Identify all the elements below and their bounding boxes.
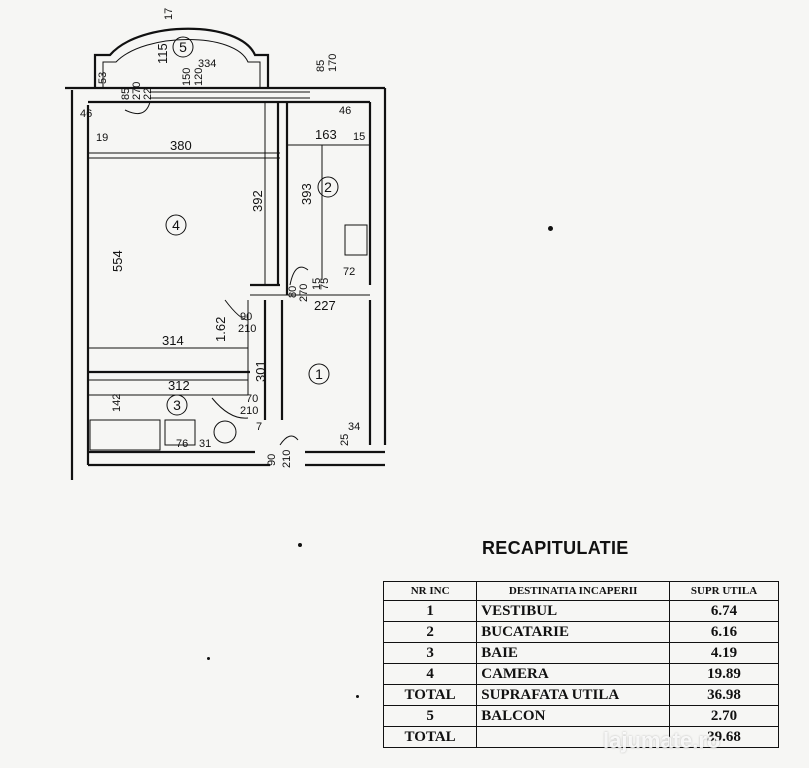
dim-70: 70 [246, 393, 258, 405]
dim-15b: 15 [311, 278, 323, 290]
dim-75: 75 [319, 278, 331, 290]
dim-15: 15 [353, 131, 365, 143]
dim-80: 80 [287, 286, 299, 298]
table-header-row: NR INC DESTINATIA INCAPERII SUPR UTILA [382, 581, 779, 601]
cell-dest: SUPRAFATA UTILA [476, 684, 671, 706]
dim-31: 31 [199, 438, 211, 450]
watermark: lajumate.ro [603, 728, 721, 753]
recap-table: NR INC DESTINATIA INCAPERII SUPR UTILA 1… [382, 581, 779, 748]
dim-392: 392 [250, 190, 265, 212]
header-supr-utila: SUPR UTILA [669, 581, 779, 601]
cell-dest: VESTIBUL [476, 600, 671, 622]
cell-supr: 6.16 [669, 621, 779, 643]
room-4-label: 4 [172, 217, 180, 233]
dim-142: 142 [111, 394, 123, 412]
dim-380: 380 [170, 138, 192, 153]
speck [207, 657, 210, 660]
cell-dest: BUCATARIE [476, 621, 671, 643]
dim-170: 170 [327, 54, 339, 72]
dim-554: 554 [110, 250, 125, 272]
cell-supr: 4.19 [669, 642, 779, 664]
header-nr-inc: NR INC [382, 581, 478, 601]
cell-nr: 5 [382, 705, 478, 727]
cell-supr: 19.89 [669, 663, 779, 685]
dim-72: 72 [343, 266, 355, 278]
room-5-label: 5 [179, 39, 187, 55]
cell-dest: BALCON [476, 705, 671, 727]
dim-393: 393 [299, 183, 314, 205]
room-3-label: 3 [173, 397, 181, 413]
cell-nr: 3 [382, 642, 478, 664]
table-row: 1 VESTIBUL 6.74 [382, 600, 779, 622]
dim-270a: 270 [131, 82, 143, 100]
dim-210c: 210 [281, 450, 293, 468]
dim-25: 25 [339, 434, 351, 446]
cell-nr: TOTAL [382, 726, 478, 748]
dim-34: 34 [348, 421, 360, 433]
cell-nr: 1 [382, 600, 478, 622]
dim-227: 227 [314, 298, 336, 313]
recap-title: RECAPITULATIE [482, 538, 629, 558]
cell-supr: 6.74 [669, 600, 779, 622]
dim-334: 334 [198, 58, 216, 70]
dim-210b: 210 [240, 405, 258, 417]
dim-17: 17 [163, 8, 175, 20]
header-destinatia: DESTINATIA INCAPERII [476, 581, 671, 601]
dim-120: 120 [193, 68, 205, 86]
cell-nr: 2 [382, 621, 478, 643]
cell-supr: 39.68 [669, 726, 779, 748]
dim-270b: 270 [298, 284, 310, 302]
dim-163: 163 [315, 127, 337, 142]
room-1-label: 1 [315, 366, 323, 382]
dim-301: 301 [253, 360, 268, 382]
dim-115: 115 [155, 43, 170, 64]
table-row: 4 CAMERA 19.89 [382, 663, 779, 685]
speck [356, 695, 359, 698]
dim-90b: 90 [266, 454, 278, 466]
dim-46b: 46 [339, 105, 351, 117]
table-row: 3 BAIE 4.19 [382, 642, 779, 664]
dim-53: 53 [97, 72, 109, 84]
table-row: TOTAL 39.68 [382, 726, 779, 748]
dim-162: 1.62 [213, 317, 228, 342]
table-row: TOTAL SUPRAFATA UTILA 36.98 [382, 684, 779, 706]
cell-dest: BAIE [476, 642, 671, 664]
speck [298, 543, 302, 547]
dim-314: 314 [162, 333, 184, 348]
dim-150: 150 [181, 68, 193, 86]
dim-90a: 90 [240, 311, 252, 323]
table-row: 5 BALCON 2.70 [382, 705, 779, 727]
cell-dest: CAMERA [476, 663, 671, 685]
cell-nr: 4 [382, 663, 478, 685]
dim-210a: 210 [238, 323, 256, 335]
cell-supr: 2.70 [669, 705, 779, 727]
table-row: 2 BUCATARIE 6.16 [382, 621, 779, 643]
dim-22: 22 [142, 88, 154, 100]
dim-85b: 85 [315, 60, 327, 72]
dim-19: 19 [96, 132, 108, 144]
cell-nr: TOTAL [382, 684, 478, 706]
dim-85a: 85 [120, 88, 132, 100]
cell-supr: 36.98 [669, 684, 779, 706]
dim-7: 7 [256, 421, 262, 433]
room-2-label: 2 [324, 179, 332, 195]
dim-312: 312 [168, 378, 190, 393]
speck [548, 226, 553, 231]
dim-76: 76 [176, 438, 188, 450]
dim-46a: 46 [80, 108, 92, 120]
